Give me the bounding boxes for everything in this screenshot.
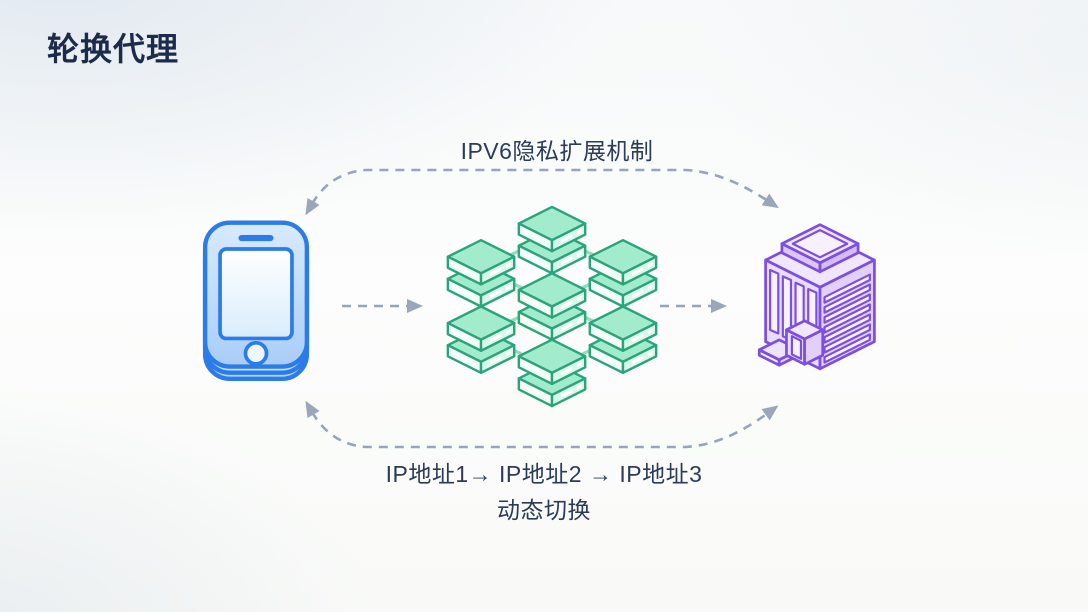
page-title: 轮换代理	[47, 31, 180, 67]
server-node	[519, 207, 585, 273]
bottom-flow-label-line1: IP地址1→ IP地址2 → IP地址3	[385, 461, 703, 487]
phone-screen	[218, 247, 294, 341]
bottom-arc-arrow	[305, 400, 779, 449]
smartphone-icon	[202, 220, 310, 381]
top-arc-arrow	[305, 168, 779, 216]
server-node	[448, 240, 514, 306]
bottom-flow-label: IP地址1→ IP地址2 → IP地址3 动态切换	[386, 456, 703, 528]
building-door	[790, 335, 803, 360]
building-entrance	[785, 319, 825, 366]
server-node	[448, 307, 514, 373]
server-node	[590, 307, 656, 373]
bottom-flow-label-line2: 动态切换	[497, 497, 591, 523]
proxy-network-node	[446, 204, 658, 414]
server-node	[519, 273, 585, 339]
phone-home-button	[243, 340, 269, 366]
server-node	[590, 240, 656, 306]
target-server-node	[752, 219, 888, 404]
client-phone-node	[199, 220, 313, 397]
phone-speaker	[238, 234, 274, 242]
building-icon	[757, 223, 876, 371]
building-windows-right	[823, 273, 871, 364]
server-cluster-icon	[446, 204, 658, 409]
top-flow-label: IPV6隐私扩展机制	[460, 138, 654, 164]
building-roof	[780, 223, 860, 274]
server-node	[519, 340, 585, 406]
